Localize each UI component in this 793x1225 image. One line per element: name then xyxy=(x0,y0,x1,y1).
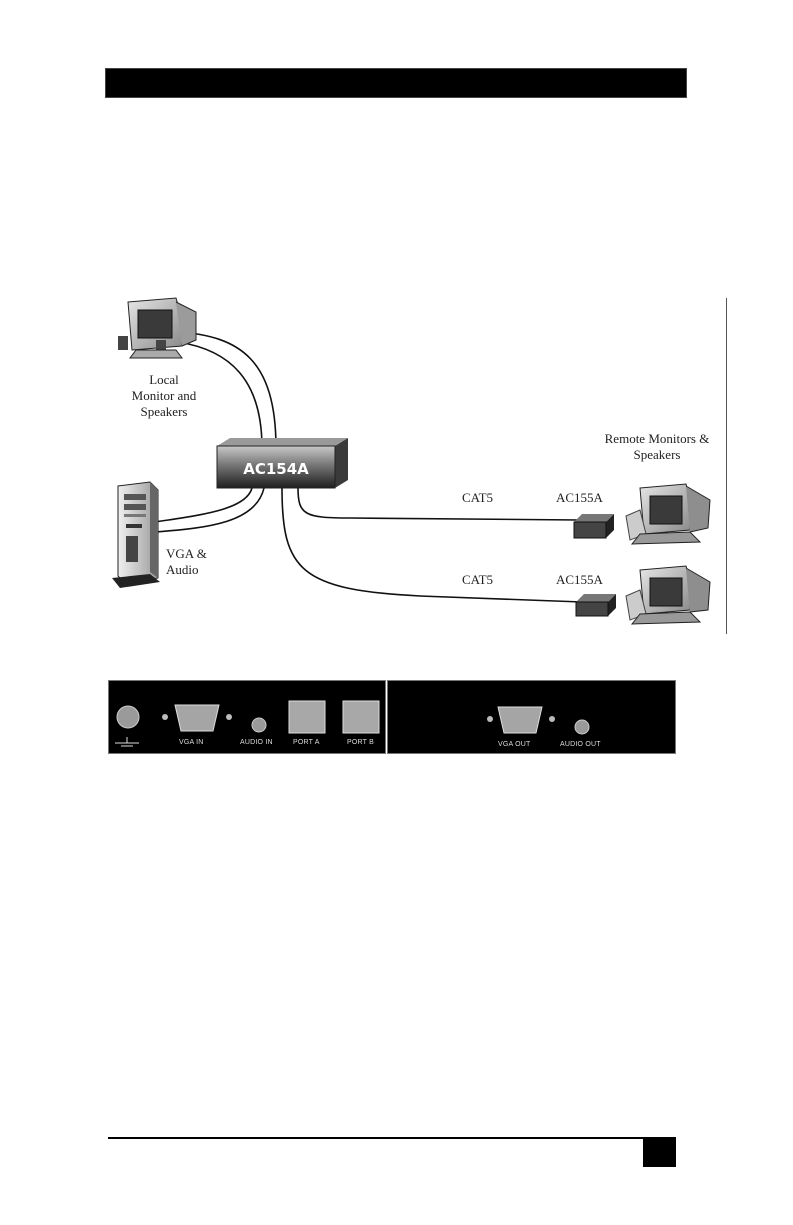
local-monitor-icon xyxy=(118,298,196,358)
panel-ac155a-rear: VGA OUT AUDIO OUT xyxy=(387,680,676,754)
port-b-label: PORT B xyxy=(347,739,374,746)
device-ac154a-label: AC154A xyxy=(243,460,309,478)
receiver-top-icon xyxy=(574,514,614,538)
receiver-bottom-label: AC155A xyxy=(556,572,603,588)
local-label-line3: Speakers xyxy=(116,404,212,420)
vga-in-label: VGA IN xyxy=(179,739,204,746)
cable-cat5-top xyxy=(298,488,580,520)
computer-tower-icon xyxy=(112,482,160,588)
panel-right-graphics xyxy=(388,681,675,753)
remote-label-line2: Speakers xyxy=(598,447,716,463)
audio-in-jack-icon xyxy=(252,718,266,732)
computer-label-line2: Audio xyxy=(166,562,207,578)
cat5-top-label: CAT5 xyxy=(462,490,493,506)
footer-rule xyxy=(108,1137,676,1139)
audio-out-label: AUDIO OUT xyxy=(560,741,601,748)
computer-label: VGA & Audio xyxy=(166,546,207,578)
cat5-bottom-label: CAT5 xyxy=(462,572,493,588)
remote-monitors-label: Remote Monitors & Speakers xyxy=(598,431,716,463)
port-a-label: PORT A xyxy=(293,739,320,746)
port-a-jack-icon xyxy=(289,701,325,733)
remote-label-line1: Remote Monitors & xyxy=(598,431,716,447)
receiver-bottom-icon xyxy=(576,594,616,616)
audio-in-label: AUDIO IN xyxy=(240,739,273,746)
local-monitor-label: Local Monitor and Speakers xyxy=(116,372,212,420)
audio-out-jack-icon xyxy=(575,720,589,734)
remote-monitor-bottom-icon xyxy=(626,566,710,624)
computer-label-line1: VGA & xyxy=(166,546,207,562)
vga-out-connector-icon xyxy=(498,707,542,733)
ground-symbol-icon xyxy=(115,737,139,746)
remote-monitor-top-icon xyxy=(626,484,710,544)
vga-out-label: VGA OUT xyxy=(498,741,531,748)
receiver-top-label: AC155A xyxy=(556,490,603,506)
local-label-line1: Local xyxy=(116,372,212,388)
panel-ac154a-rear: VGA IN AUDIO IN PORT A PORT B xyxy=(108,680,386,754)
local-label-line2: Monitor and xyxy=(116,388,212,404)
port-b-jack-icon xyxy=(343,701,379,733)
vga-in-connector-icon xyxy=(175,705,219,731)
page-number-box xyxy=(643,1137,676,1167)
power-jack-icon xyxy=(117,706,139,728)
cable-cat5-bottom xyxy=(282,488,582,602)
